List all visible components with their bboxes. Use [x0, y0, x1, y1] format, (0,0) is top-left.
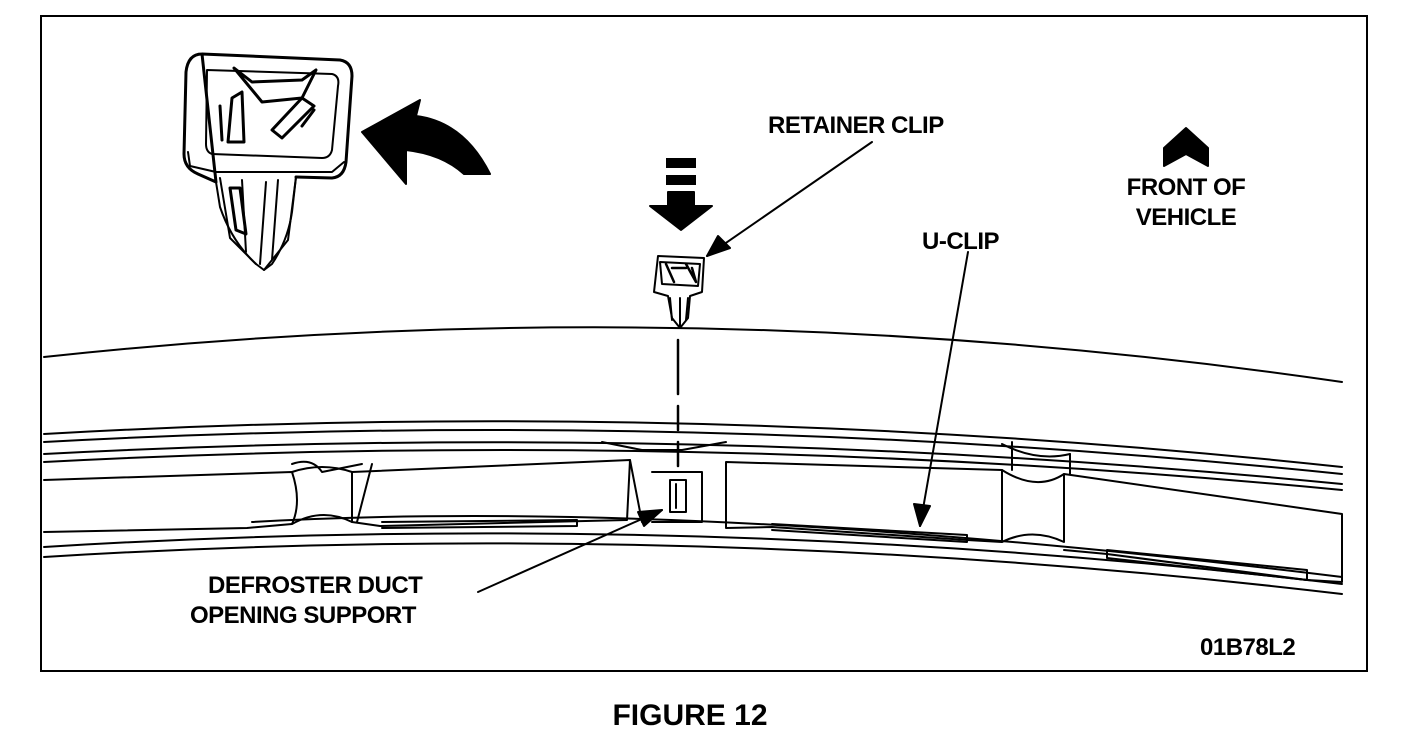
front-of-vehicle-label-line1: FRONT OF — [1126, 174, 1246, 201]
front-arrow-icon — [1163, 127, 1209, 167]
defroster-label-line2: OPENING SUPPORT — [190, 602, 416, 629]
enlarged-retainer-clip — [182, 52, 354, 271]
figure-caption: FIGURE 12 — [612, 699, 768, 732]
retainer-clip-part — [653, 255, 705, 329]
figure-code: 01B78L2 — [1200, 634, 1296, 661]
u-clip-label: U-CLIP — [922, 228, 1000, 255]
retainer-clip-leader — [706, 141, 873, 257]
defroster-openings — [43, 441, 1343, 583]
curved-arrow-icon — [361, 99, 491, 185]
dashboard-illustration — [43, 52, 1343, 595]
front-of-vehicle-label-line2: VEHICLE — [1135, 204, 1237, 231]
defroster-duct-support — [669, 479, 687, 513]
illustration-frame: RETAINER CLIP FRONT OF VEHICLE U-CLIP DE… — [40, 15, 1368, 672]
down-arrow-icon — [649, 158, 713, 231]
defroster-leader — [477, 509, 663, 593]
defroster-label-line1: DEFROSTER DUCT — [208, 572, 423, 599]
retainer-clip-label: RETAINER CLIP — [768, 112, 944, 139]
u-clip-leader — [919, 251, 969, 527]
